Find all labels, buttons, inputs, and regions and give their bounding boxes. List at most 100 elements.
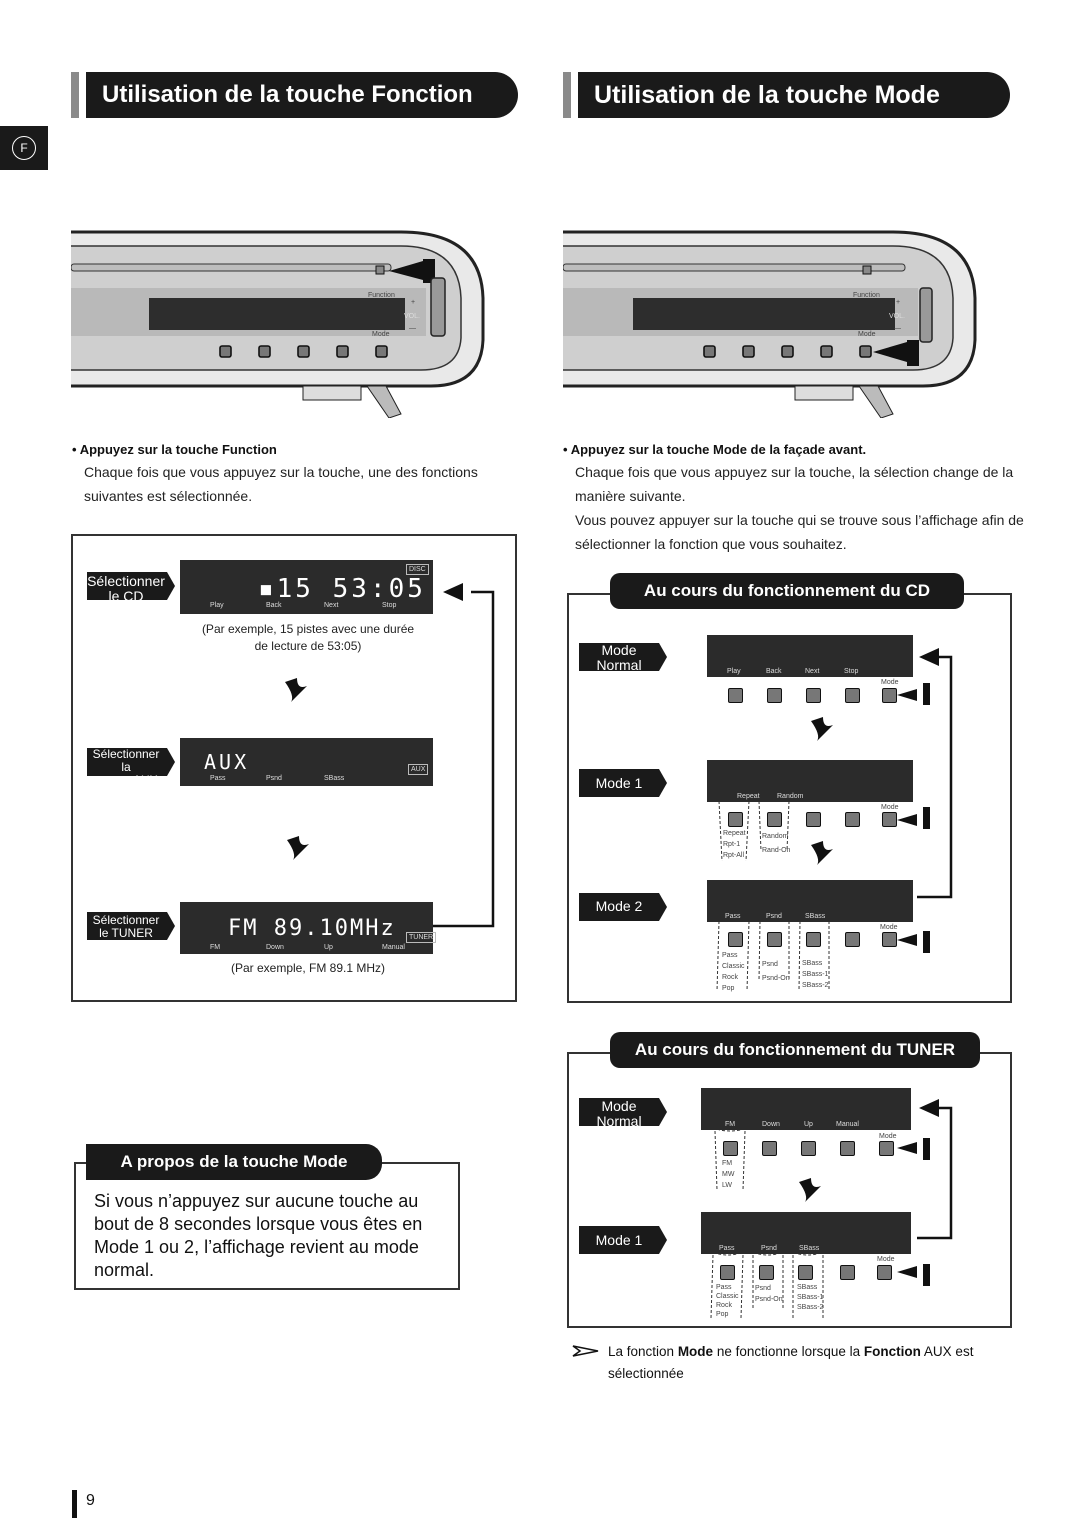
lcd-aux-value: AUX bbox=[204, 750, 250, 774]
tuner-band-options: FM MW LW bbox=[722, 1158, 734, 1191]
cd-mode1-button-3[interactable] bbox=[806, 812, 821, 827]
tuner-normal-mode-label: Mode bbox=[879, 1133, 897, 1140]
cd-mode2-tag: Mode 2 bbox=[595, 898, 643, 914]
tuner-mode1-button-1[interactable] bbox=[720, 1265, 735, 1280]
cd-caption-line2: de lecture de 53:05) bbox=[254, 639, 362, 653]
vol-minus-2: — bbox=[894, 325, 901, 332]
cd-mode2-button-1[interactable] bbox=[728, 932, 743, 947]
tuner-mode1-mode-button[interactable] bbox=[877, 1265, 892, 1280]
tuner-normal-label-manual: Manual bbox=[836, 1121, 859, 1128]
cd-mode1-button-2[interactable] bbox=[767, 812, 782, 827]
tuner-sbass-opt-3: SBass-2 bbox=[797, 1304, 824, 1311]
note-text-1: La fonction bbox=[608, 1344, 678, 1359]
tuner-caption: (Par exemple, FM 89.1 MHz) bbox=[230, 961, 386, 975]
cd-mode2-button-3[interactable] bbox=[806, 932, 821, 947]
cd-sbass-opt-2: SBass-1 bbox=[802, 971, 829, 978]
cd-mode2-button-2[interactable] bbox=[767, 932, 782, 947]
cd-mode1-button-1[interactable] bbox=[728, 812, 743, 827]
device-illustration-function bbox=[71, 230, 485, 418]
cd-mode2-button-4[interactable] bbox=[845, 932, 860, 947]
function-key-label-2: Function bbox=[853, 292, 880, 299]
right-header-bar bbox=[563, 72, 571, 118]
cd-normal-label-stop: Stop bbox=[844, 668, 859, 675]
vol-minus: — bbox=[409, 325, 416, 332]
aux-badge: AUX bbox=[408, 764, 429, 775]
cd-repeat-opt-1: Repeat bbox=[723, 830, 746, 837]
cd-pass-opt-2: Classic bbox=[722, 963, 745, 970]
select-tuner-line1: Sélectionner bbox=[92, 913, 160, 927]
mode-description-1: Chaque fois que vous appuyez sur la touc… bbox=[575, 464, 1014, 504]
mode-bullet: • Appuyez sur la touche Mode de la façad… bbox=[563, 442, 867, 457]
tuner-normal-tag-line2: Normal bbox=[596, 1113, 642, 1129]
tuner-mode1-button-4[interactable] bbox=[840, 1265, 855, 1280]
tuner-band-opt-2: MW bbox=[722, 1171, 735, 1178]
cd-normal-button-2[interactable] bbox=[767, 688, 782, 703]
select-aux-line1: Sélectionner la bbox=[92, 747, 160, 774]
lcd-cd-label-next: Next bbox=[324, 602, 339, 609]
tuner-mode1-mode-label: Mode bbox=[877, 1256, 895, 1263]
select-cd-line2: le CD bbox=[108, 588, 144, 604]
cd-normal-button-1[interactable] bbox=[728, 688, 743, 703]
left-header-bar bbox=[71, 72, 79, 118]
cd-mode1-label-random: Random bbox=[777, 793, 804, 800]
cd-mode1-button-4[interactable] bbox=[845, 812, 860, 827]
tuner-pass-opt-4: Pop bbox=[716, 1311, 729, 1318]
tuner-normal-label-up: Up bbox=[804, 1121, 813, 1128]
lcd-tuner-label-fm: FM bbox=[210, 944, 221, 951]
left-section-title: Utilisation de la touche Fonction bbox=[86, 72, 518, 118]
tuner-band-opt-3: LW bbox=[722, 1182, 732, 1189]
select-tuner-line2: le TUNER bbox=[99, 926, 153, 940]
tuner-normal-tag-line1: Mode bbox=[601, 1098, 637, 1114]
cd-normal-button-3[interactable] bbox=[806, 688, 821, 703]
tuner-mode1-lcd: Pass Psnd SBass bbox=[701, 1212, 911, 1254]
lcd-tuner-label-down: Down bbox=[266, 944, 284, 951]
cd-normal-label-next: Next bbox=[805, 668, 820, 675]
lcd-tuner-label-manual: Manual bbox=[382, 944, 405, 951]
note-bold-mode: Mode bbox=[677, 1344, 714, 1359]
disc-badge: DISC bbox=[406, 564, 429, 575]
tuner-normal-button-4[interactable] bbox=[840, 1141, 855, 1156]
cd-random-options: Random Rand-On bbox=[762, 830, 790, 858]
mode-about-title: A propos de la touche Mode bbox=[86, 1144, 382, 1180]
select-aux-tag: Sélectionner la source AUX bbox=[87, 748, 165, 787]
tuner-normal-tag: Mode Normal bbox=[579, 1099, 659, 1129]
tuner-mode-title: Au cours du fonctionnement du TUNER bbox=[610, 1032, 980, 1068]
cd-mode1-lcd: Repeat Random bbox=[707, 760, 913, 802]
cd-mode2-mode-button[interactable] bbox=[882, 932, 897, 947]
tuner-mode1-button-3[interactable] bbox=[798, 1265, 813, 1280]
tuner-mode1-button-2[interactable] bbox=[759, 1265, 774, 1280]
tuner-normal-label-fm: FM bbox=[725, 1121, 736, 1128]
lcd-tuner-label-up: Up bbox=[324, 944, 333, 951]
function-cycle-arrows bbox=[87, 572, 495, 940]
note-text-2: ne fonctionne lorsque la bbox=[713, 1344, 864, 1359]
tuner-normal-label-down: Down bbox=[762, 1121, 780, 1128]
vol-label: VOL. bbox=[404, 313, 420, 320]
cd-pass-opt-3: Rock bbox=[722, 974, 738, 981]
mode-key-label-2: Mode bbox=[858, 331, 876, 338]
mode-description-2: Vous pouvez appuyer sur la touche qui se… bbox=[575, 512, 1024, 552]
cd-pass-options: Pass Classic Rock Pop bbox=[722, 950, 745, 994]
cd-mode1-mode-button[interactable] bbox=[882, 812, 897, 827]
select-cd-tag: Sélectionner le CD bbox=[87, 574, 165, 604]
tuner-pass-opt-3: Rock bbox=[716, 1302, 732, 1309]
cd-pass-opt-1: Pass bbox=[722, 952, 738, 959]
cd-psnd-options: Psnd Psnd-On bbox=[762, 958, 790, 986]
tuner-normal-button-3[interactable] bbox=[801, 1141, 816, 1156]
cd-normal-mode-button[interactable] bbox=[882, 688, 897, 703]
cd-repeat-options: Repeat Rpt-1 Rpt-All bbox=[723, 828, 746, 861]
function-bullet-text: Appuyez sur la touche Function bbox=[79, 442, 277, 457]
vol-plus: + bbox=[411, 299, 416, 306]
tuner-sbass-opt-2: SBass-1 bbox=[797, 1294, 824, 1301]
mode-note: La fonction Mode ne fonctionne lorsque l… bbox=[608, 1341, 1018, 1385]
cd-sbass-opt-3: SBass-2 bbox=[802, 982, 829, 989]
cd-psnd-opt-1: Psnd bbox=[762, 961, 778, 968]
tuner-normal-mode-button[interactable] bbox=[879, 1141, 894, 1156]
cd-caption-line1: (Par exemple, 15 pistes avec une durée bbox=[201, 622, 415, 636]
tuner-normal-button-1[interactable] bbox=[723, 1141, 738, 1156]
cd-mode1-mode-label: Mode bbox=[881, 804, 899, 811]
note-text-3: AUX est sélectionnée bbox=[608, 1344, 974, 1381]
tuner-normal-button-2[interactable] bbox=[762, 1141, 777, 1156]
cd-normal-button-4[interactable] bbox=[845, 688, 860, 703]
note-bold-fonction: Fonction bbox=[863, 1344, 921, 1359]
device-illustration-mode bbox=[563, 230, 977, 418]
